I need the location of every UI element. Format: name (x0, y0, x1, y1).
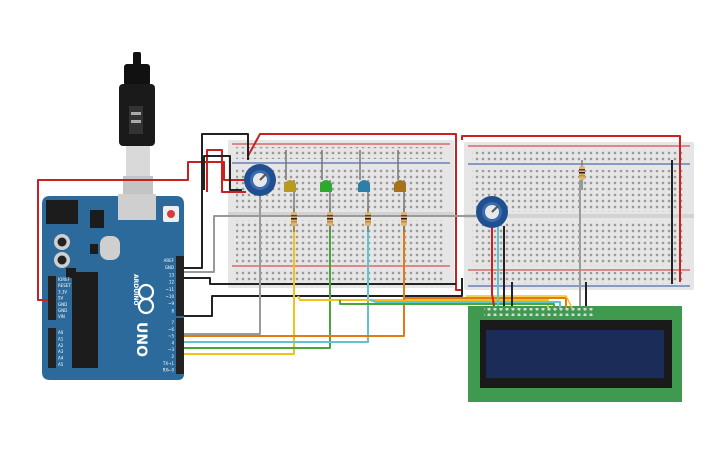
header-pin-label: 13 (169, 272, 175, 277)
arduino-brand: ARDUINO (132, 274, 139, 305)
analog-pin-label: A3 (58, 349, 64, 354)
potentiometer-right[interactable] (476, 196, 508, 228)
digital-pin-label: ~3 (168, 347, 174, 352)
digital-pin-label: 2 (171, 354, 174, 359)
header-pin-label: GND (165, 265, 174, 270)
header-pin-label: AREF (164, 258, 175, 263)
breadboard-left (228, 140, 454, 288)
power-pin-label: GND (58, 302, 67, 307)
power-pin-label: 5V (58, 296, 64, 301)
atmega-chip (72, 272, 98, 368)
led-orange (394, 180, 406, 192)
header-pin-label: 8 (171, 308, 174, 313)
analog-pin-label: A5 (58, 362, 64, 367)
analog-pin-label: A0 (58, 330, 64, 335)
led-green (320, 180, 332, 192)
top-header-labels: AREF GND 13 12 ~11 ~10 ~9 8 (164, 258, 175, 313)
digital-pin-label: ~6 (168, 327, 174, 332)
digital-pin-label: TX→1 (162, 361, 175, 366)
analog-header (48, 328, 56, 368)
power-header (48, 276, 56, 320)
wires (37, 133, 681, 355)
led-yellow (284, 180, 296, 192)
resistor-4 (401, 208, 407, 232)
resistor-icon (291, 160, 585, 232)
resistor-2 (327, 208, 333, 232)
lcd-display-icon (468, 306, 682, 402)
resistor-3 (365, 208, 371, 232)
power-pin-label: IOREF (58, 277, 71, 282)
header-pin-label: ~10 (166, 294, 175, 299)
power-pin-label: RESET (58, 283, 71, 288)
usb-cable-icon (119, 52, 155, 216)
lcd-screen (486, 330, 664, 378)
usb-port (118, 194, 156, 220)
digital-pin-label: 7 (171, 320, 174, 325)
digital-pin-label: 4 (171, 340, 174, 345)
potentiometer-icon[interactable] (244, 164, 508, 228)
bottom-digital-header (176, 318, 184, 374)
led-icon (284, 180, 406, 192)
digital-pin-labels: 7 ~6 ~54 ~3 2TX→1RX←0 (162, 320, 175, 373)
arduino-model: UNO (133, 322, 149, 357)
analog-pin-label: A2 (58, 343, 64, 348)
power-pin-label: GND (58, 308, 67, 313)
analog-pin-label: A1 (58, 336, 64, 341)
resistor-5 (579, 160, 585, 190)
header-pin-label: ~9 (168, 301, 174, 306)
potentiometer-left[interactable] (244, 164, 276, 196)
resistor-1 (291, 208, 297, 232)
led-blue (358, 180, 370, 192)
header-pin-label: 12 (169, 280, 175, 285)
analog-pin-label: A4 (58, 356, 64, 361)
power-jack (46, 200, 78, 224)
digital-pin-label: RX←0 (163, 368, 175, 373)
header-pin-label: ~11 (166, 287, 175, 292)
digital-pin-label: ~5 (168, 334, 174, 339)
power-pin-label: VIN (58, 314, 65, 319)
power-pin-label: 3.3V (58, 289, 67, 294)
arduino-logo (137, 283, 155, 315)
top-digital-header (176, 256, 184, 316)
